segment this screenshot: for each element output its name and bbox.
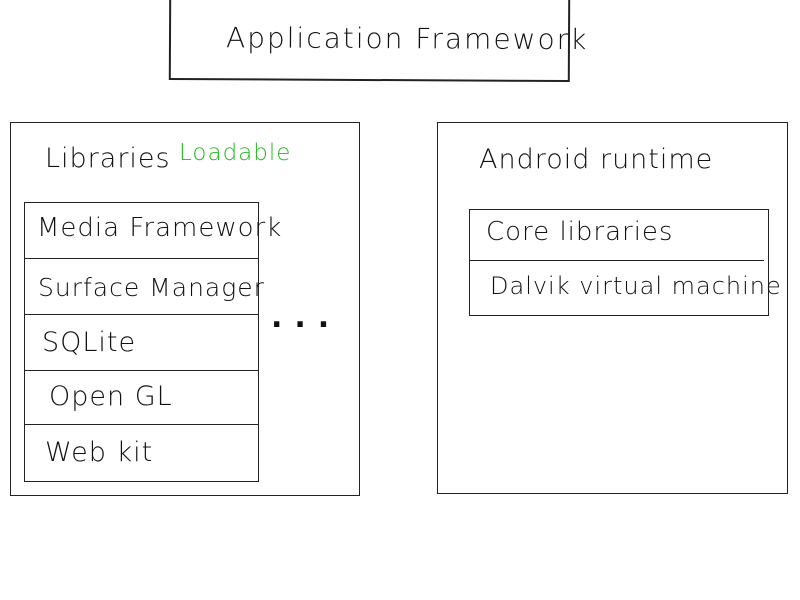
android-runtime-title: Android runtime bbox=[479, 144, 714, 175]
library-item-label: Open GL bbox=[49, 381, 173, 412]
library-item-label: SQLite bbox=[42, 327, 137, 358]
library-item-label: Surface Manager bbox=[38, 273, 265, 302]
libraries-panel: Libraries Loadable Media Framework Surfa… bbox=[10, 122, 360, 496]
application-framework-title: Application Framework bbox=[225, 21, 589, 57]
library-item-open-gl: Open GL bbox=[25, 369, 258, 425]
loadable-annotation: Loadable bbox=[179, 140, 292, 166]
runtime-list: Core libraries Dalvik virtual machine bbox=[469, 209, 781, 316]
library-item-sqlite: SQLite bbox=[25, 315, 258, 371]
row-divider bbox=[25, 370, 258, 371]
library-item-surface-manager: Surface Manager bbox=[25, 259, 264, 315]
row-divider bbox=[470, 260, 764, 261]
library-item-label: Web kit bbox=[45, 437, 154, 468]
android-runtime-panel: Android runtime Core libraries Dalvik vi… bbox=[437, 122, 788, 494]
library-list: Media Framework Surface Manager SQLite O… bbox=[24, 202, 281, 482]
application-framework-box: Application Framework bbox=[168, 0, 588, 83]
library-item-web-kit: Web kit bbox=[25, 425, 258, 481]
library-item-media-framework: Media Framework bbox=[25, 203, 281, 259]
runtime-item-dalvik-vm: Dalvik virtual machine bbox=[490, 272, 782, 300]
row-divider bbox=[25, 314, 258, 315]
row-divider bbox=[25, 424, 258, 425]
libraries-title: Libraries bbox=[45, 143, 171, 174]
row-divider bbox=[25, 258, 258, 259]
library-item-label: Media Framework bbox=[37, 213, 283, 243]
runtime-item-core-libraries: Core libraries bbox=[486, 217, 674, 247]
more-items-ellipsis: ... bbox=[271, 300, 342, 335]
